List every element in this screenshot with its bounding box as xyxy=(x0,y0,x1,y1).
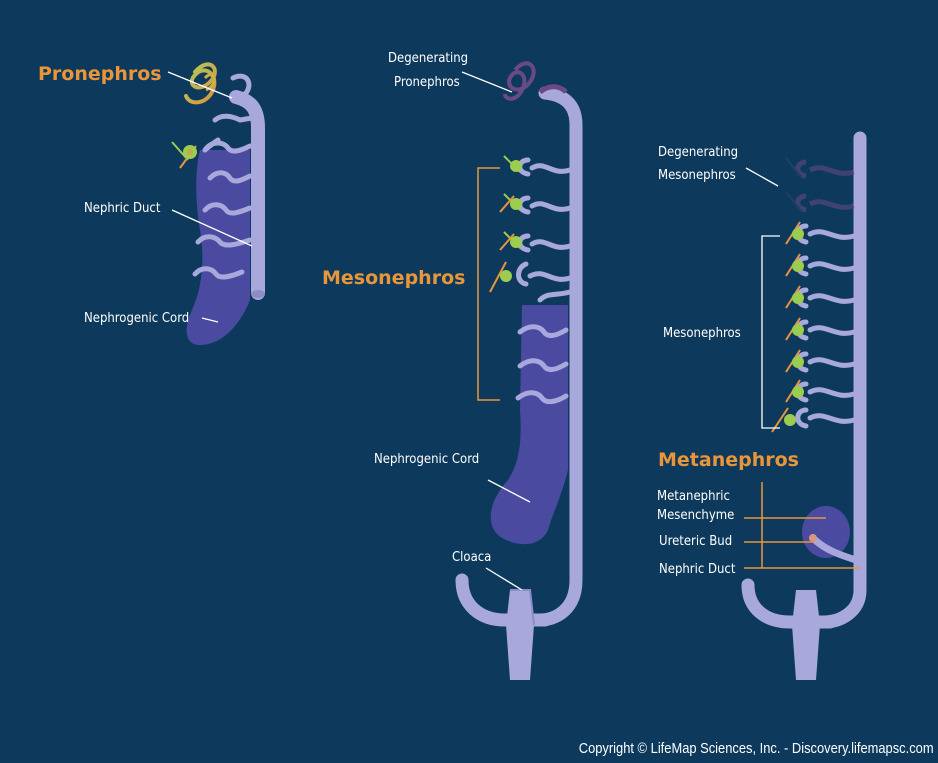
tubule-4 xyxy=(202,202,253,216)
nephrogenic-cord-1 xyxy=(186,150,250,345)
cloaca-2 xyxy=(506,590,534,680)
glomerulus-icon xyxy=(171,141,197,169)
nephric-duct-label-3: Nephric Duct xyxy=(659,562,736,577)
leader-nephric-duct-1 xyxy=(171,209,253,247)
metanephric-mesenchyme-label-2: Mesenchyme xyxy=(657,508,734,523)
mesonephric-unit-3-6 xyxy=(785,379,857,403)
mesonephric-unit-4 xyxy=(489,261,573,293)
nephrogenic-cord-label-2: Nephrogenic Cord xyxy=(374,452,479,467)
mesonephric-tubule-7 xyxy=(517,358,569,373)
degenerating-pronephros-label-1: Degenerating xyxy=(388,51,468,66)
tubule-cup xyxy=(202,137,221,153)
nephric-duct-2 xyxy=(533,86,583,627)
mesonephros-bracket xyxy=(477,167,500,401)
mesonephros-bracket-3 xyxy=(761,235,780,429)
degenerating-pronephros-coil xyxy=(503,61,536,101)
degenerating-unit-1 xyxy=(785,157,855,179)
copyright-credit: Copyright © LifeMap Sciences, Inc. - Dis… xyxy=(579,740,934,757)
tubule-1 xyxy=(212,113,255,123)
tubule-5 xyxy=(195,234,253,248)
leader-nephrogenic-cord-2 xyxy=(487,479,531,503)
degenerating-mesonephros-label-2: Mesonephros xyxy=(658,168,736,183)
cloaca-label: Cloaca xyxy=(452,550,491,565)
mesonephric-unit-3-3 xyxy=(785,285,857,309)
nephrogenic-cord-label-1: Nephrogenic Cord xyxy=(84,311,189,326)
leader-nephrogenic-cord-1 xyxy=(201,317,219,323)
degenerating-pronephros-tubule xyxy=(538,84,568,95)
degenerating-pronephros-label-2: Pronephros xyxy=(394,75,460,90)
mesonephric-unit-3-4 xyxy=(785,317,857,341)
mesonephric-unit-3-7 xyxy=(771,407,857,433)
mesonephric-unit-3-2 xyxy=(785,253,857,277)
mesonephric-unit-2 xyxy=(499,193,573,215)
mesonephric-unit-3 xyxy=(499,231,573,253)
stage-mesonephros: Degenerating Pronephros Mesonephros Neph… xyxy=(322,51,583,680)
ureteric-bud xyxy=(811,536,860,564)
stage-pronephros: Pronephros Nephric Duct Nephrogenic Cord xyxy=(38,62,265,345)
tubule-6 xyxy=(192,266,245,280)
nephric-duct-label-1: Nephric Duct xyxy=(84,201,161,216)
cloaca-rim-2 xyxy=(510,589,535,626)
pronephros-coil xyxy=(184,62,217,105)
mesonephric-unit-3-1 xyxy=(785,221,857,245)
metanephros-label: Metanephros xyxy=(658,449,799,471)
cloaca-3 xyxy=(792,590,820,680)
duct-end-1 xyxy=(251,290,265,298)
leader-pronephros xyxy=(167,71,233,99)
ureteric-bud-label: Ureteric Bud xyxy=(659,534,732,549)
mesonephric-unit-1 xyxy=(503,155,573,177)
pronephros-label: Pronephros xyxy=(38,63,162,85)
degenerating-mesonephros-label-1: Degenerating xyxy=(658,145,738,160)
pronephric-tubule xyxy=(230,73,252,101)
mesonephros-label-3: Mesonephros xyxy=(663,326,741,341)
leader-degenerating-pronephros xyxy=(461,71,513,93)
ureteric-bud-tip xyxy=(809,534,817,542)
cloaca-curve-2 xyxy=(455,573,552,627)
cloaca-curve-3 xyxy=(741,578,837,629)
nephrogenic-cord-2 xyxy=(490,305,568,545)
metanephric-mesenchyme-label-1: Metanephric xyxy=(657,489,730,504)
leader-cloaca xyxy=(485,567,523,591)
tubule-3 xyxy=(207,170,253,184)
mesonephric-tubule-5 xyxy=(537,289,573,303)
mesonephros-label-2: Mesonephros xyxy=(322,267,465,289)
mesonephric-tubule-6 xyxy=(517,324,569,339)
metanephric-mesenchyme xyxy=(802,506,850,558)
mesonephric-tubule-8 xyxy=(515,390,569,405)
leader-degenerating-mesonephros xyxy=(745,167,779,187)
stage-metanephros: Degenerating Mesonephros Mesonephros Met… xyxy=(657,131,867,680)
degenerating-unit-2 xyxy=(785,191,855,213)
mesonephric-unit-3-5 xyxy=(785,349,857,373)
